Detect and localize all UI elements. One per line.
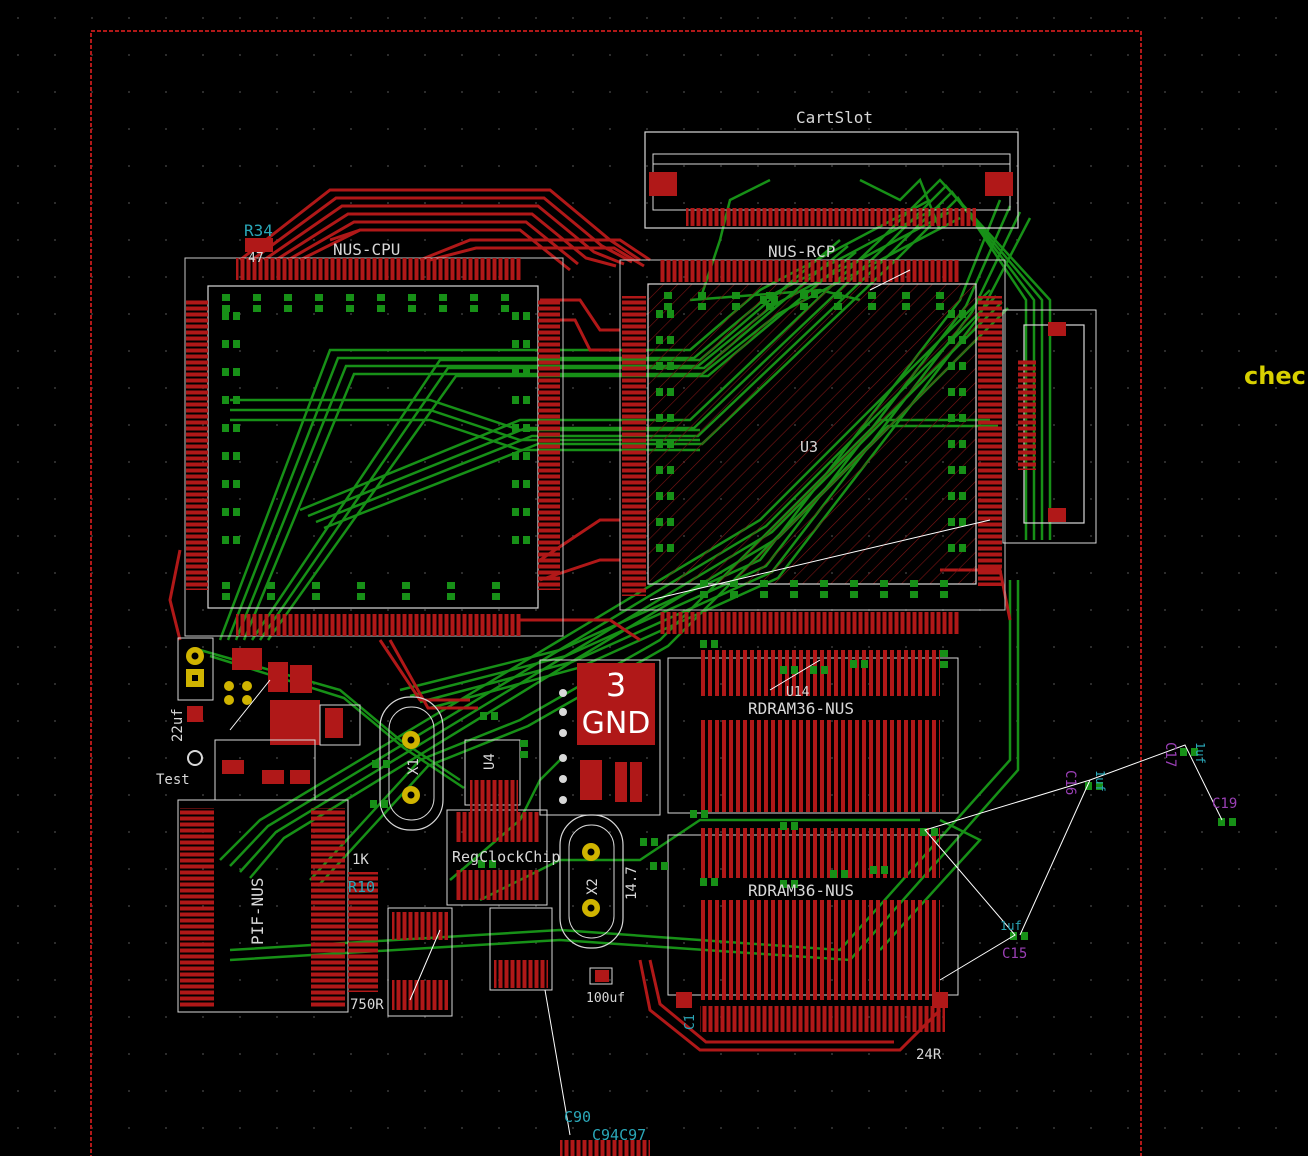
- cpu-label: NUS-CPU: [333, 240, 400, 259]
- rdram-footprint-1[interactable]: [667, 650, 959, 814]
- gnd-pad-label: GND: [582, 706, 651, 741]
- x2-value: 14.7: [624, 866, 640, 900]
- u14-ref: U14: [786, 685, 810, 700]
- regclock-label: RegClockChip: [452, 848, 560, 866]
- c1-ref: C1: [683, 1014, 698, 1030]
- c90-ref: C90: [564, 1108, 591, 1126]
- u4-footprint[interactable]: [464, 739, 521, 815]
- rdram-label-1: RDRAM36-NUS: [748, 699, 854, 718]
- regclock-footprint[interactable]: [446, 809, 548, 906]
- ratsnest-lines: [229, 269, 1223, 1136]
- r34-value: 47: [248, 251, 264, 266]
- c19-ref: C19: [1212, 796, 1237, 812]
- pif-nus-footprint[interactable]: [177, 799, 349, 1013]
- pif-label: PIF-NUS: [248, 878, 267, 945]
- nus-rcp-footprint[interactable]: [619, 259, 1006, 634]
- u3-ref: U3: [800, 438, 818, 456]
- c94c97-ref: C94C97: [592, 1126, 646, 1144]
- c15-ref: C15: [1002, 946, 1027, 962]
- r10-ref: R10: [348, 878, 375, 896]
- power-section[interactable]: [177, 637, 361, 801]
- rdram-footprint-2[interactable]: [667, 828, 959, 1032]
- cap-22uf-value: 22uf: [170, 708, 186, 742]
- gnd-pad-number: 3: [606, 666, 626, 704]
- r34-ref: R34: [244, 221, 273, 240]
- misc-pads: [348, 872, 650, 1156]
- c16-ref: C16: [1062, 770, 1078, 795]
- x1-label: X1: [406, 758, 422, 775]
- c16-value: 1uf: [1093, 770, 1107, 792]
- test-label: Test: [156, 772, 190, 788]
- r-750r-value: 750R: [350, 997, 384, 1013]
- board-outline: [90, 30, 1142, 1156]
- gnd-pad[interactable]: [539, 659, 661, 816]
- nus-cpu-footprint[interactable]: [184, 238, 564, 637]
- front-copper-traces: [168, 188, 1012, 1052]
- capacitor-pads: [222, 290, 1236, 940]
- cap-100uf-value: 100uf: [586, 991, 625, 1006]
- drc-warning-text: chec: [1244, 362, 1306, 390]
- side-connector-footprint[interactable]: [1002, 309, 1097, 544]
- rcp-label: NUS-RCP: [768, 242, 835, 261]
- r-24r-value: 24R: [916, 1047, 942, 1063]
- lcx125-footprint[interactable]: [387, 907, 453, 1017]
- rdram-label-2: RDRAM36-NUS: [748, 881, 854, 900]
- c17-value: 1uf: [1193, 742, 1207, 764]
- u5-footprint[interactable]: [489, 907, 553, 991]
- r-1k-value: 1K: [352, 852, 369, 868]
- crystal-x1[interactable]: [379, 696, 444, 831]
- c15-value: 1uf: [1000, 919, 1022, 933]
- cartslot-label: CartSlot: [796, 108, 873, 127]
- cartslot-footprint[interactable]: [644, 131, 1019, 229]
- u4-label: U4: [482, 753, 498, 770]
- c17-ref: C17: [1162, 742, 1178, 767]
- x2-label: X2: [585, 878, 601, 895]
- crystal-x2[interactable]: [559, 814, 624, 949]
